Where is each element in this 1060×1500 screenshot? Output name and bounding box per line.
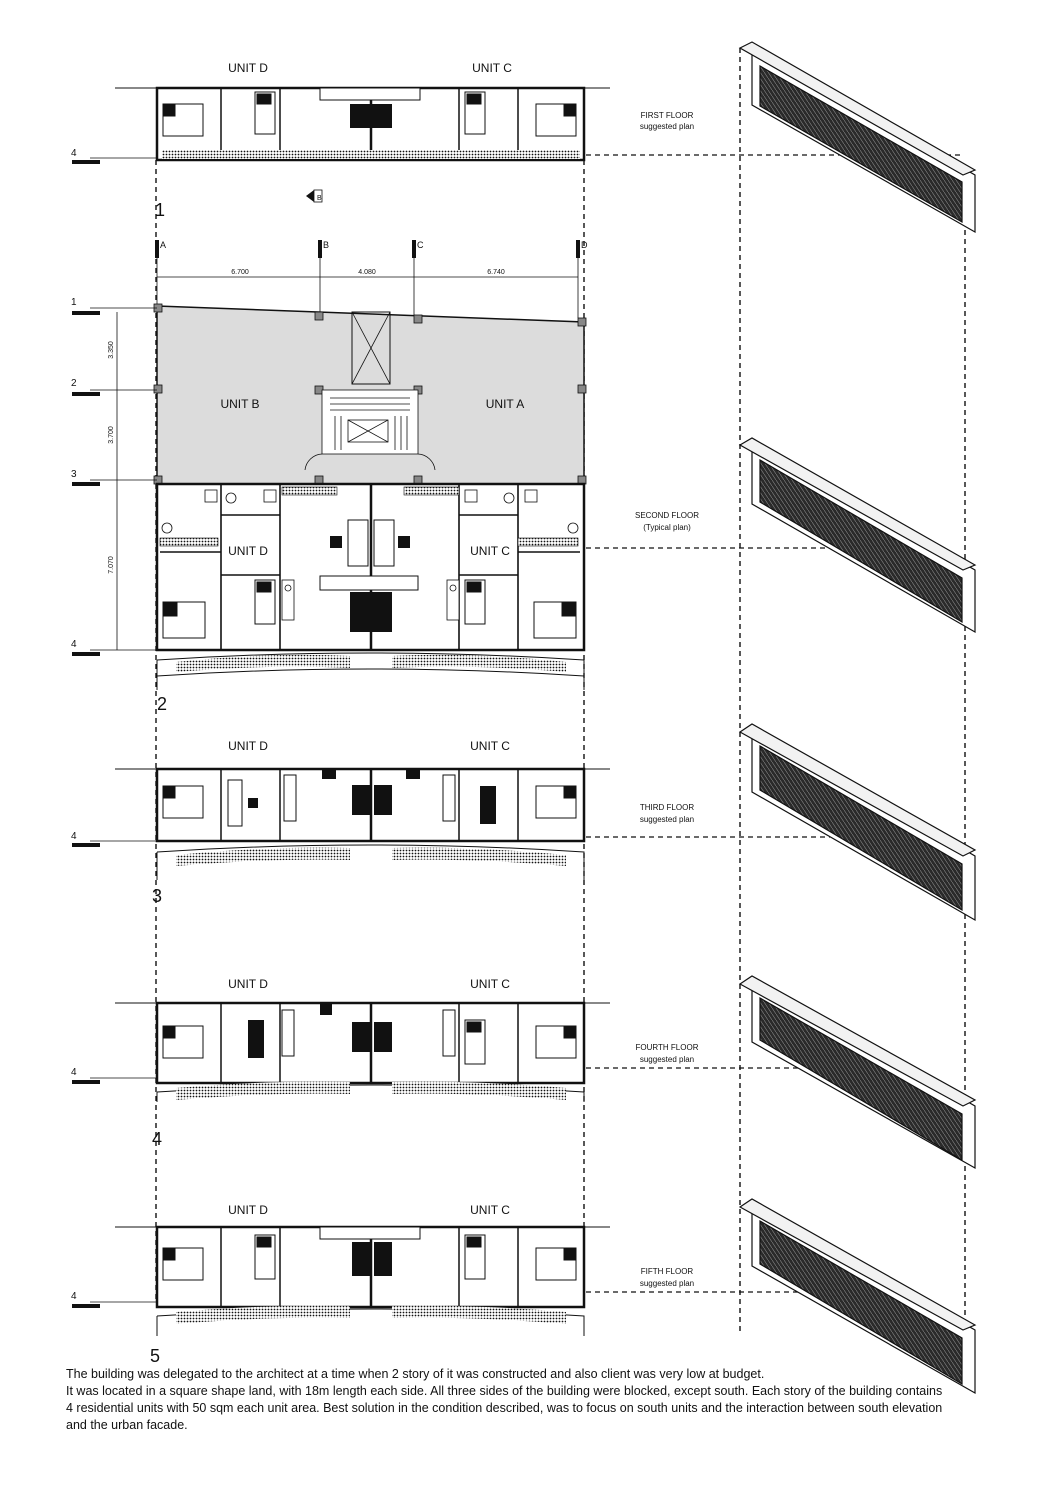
grid-col-label: D — [581, 240, 588, 250]
section-marker-icon — [306, 189, 323, 203]
description-paragraph: It was located in a square shape land, w… — [66, 1384, 943, 1432]
unit-label: UNIT D — [228, 61, 268, 75]
facade-panel-3 — [738, 723, 977, 922]
dimension-x: 6.740 — [487, 269, 505, 276]
unit-label: UNIT D — [228, 1203, 268, 1217]
facade-panels — [738, 41, 977, 1395]
axis-number: 4 — [71, 1291, 77, 1302]
facade-panel-5 — [738, 1198, 977, 1395]
grid-col-label: B — [323, 240, 329, 250]
facade-panel-2 — [738, 437, 977, 634]
section-number: 2 — [157, 694, 167, 714]
grid-col-label: A — [160, 240, 166, 250]
floor-sublabel: suggested plan — [640, 815, 694, 824]
section-number: 4 — [152, 1129, 162, 1149]
dimension-y: 3.350 — [108, 341, 115, 359]
grid-axes — [72, 240, 580, 656]
floor-label: FIFTH FLOOR — [641, 1267, 694, 1276]
first-floor-plan — [115, 86, 610, 162]
section-mark-label: B — [317, 195, 322, 202]
section-number: 3 — [152, 886, 162, 906]
unit-a-label: UNIT A — [486, 397, 524, 411]
grid-row-label: 3 — [71, 469, 77, 480]
dimension-x: 6.700 — [231, 269, 249, 276]
staircase — [304, 389, 436, 471]
floor-label: SECOND FLOOR — [635, 511, 699, 520]
unit-label: UNIT C — [470, 977, 510, 991]
typical-floor-plan — [153, 303, 587, 690]
axis-number: 4 — [71, 831, 77, 842]
axis-number: 4 — [71, 1067, 77, 1078]
floor-sublabel: (Typical plan) — [643, 523, 691, 532]
lift-shaft — [351, 311, 391, 385]
unit-label: UNIT C — [472, 61, 512, 75]
floor-label: FIRST FLOOR — [641, 111, 694, 120]
dimension-y: 7.070 — [108, 556, 115, 574]
project-description: The building was delegated to the archit… — [66, 1366, 946, 1434]
grid-row-label: 1 — [71, 297, 77, 308]
unit-label: UNIT D — [228, 977, 268, 991]
facade-panel-1 — [738, 41, 977, 234]
axis-4-markers — [72, 157, 157, 1308]
section-number: 5 — [150, 1346, 160, 1366]
leader-lines — [586, 154, 960, 1293]
fourth-floor-plan — [115, 1001, 610, 1102]
alignment-lines — [155, 48, 966, 1340]
axis-number: 4 — [71, 148, 77, 159]
grid-col-label: C — [417, 240, 424, 250]
grid-row-label: 2 — [71, 378, 77, 389]
unit-d-label: UNIT D — [228, 544, 268, 558]
dimension-x: 4.080 — [358, 269, 376, 276]
unit-label: UNIT C — [470, 739, 510, 753]
balcony-edge — [156, 652, 585, 690]
description-paragraph: The building was delegated to the archit… — [66, 1367, 765, 1381]
third-floor-plan — [115, 767, 610, 880]
floor-label: FOURTH FLOOR — [636, 1043, 699, 1052]
grid-row-label: 4 — [71, 639, 77, 650]
floor-sublabel: suggested plan — [640, 1055, 694, 1064]
section-number: 1 — [155, 200, 165, 220]
floor-label: THIRD FLOOR — [640, 803, 694, 812]
bed-icon — [162, 579, 577, 639]
facade-panel-4 — [738, 975, 977, 1170]
unit-b-label: UNIT B — [220, 397, 259, 411]
unit-label: UNIT C — [470, 1203, 510, 1217]
plan-labels: UNIT D UNIT C FIRST FLOOR suggested plan… — [71, 61, 699, 1366]
unit-c-label: UNIT C — [470, 544, 510, 558]
floor-sublabel: suggested plan — [640, 122, 694, 131]
unit-label: UNIT D — [228, 739, 268, 753]
dimension-y: 3.700 — [108, 426, 115, 444]
fifth-floor-plan — [115, 1225, 610, 1336]
floor-sublabel: suggested plan — [640, 1279, 694, 1288]
